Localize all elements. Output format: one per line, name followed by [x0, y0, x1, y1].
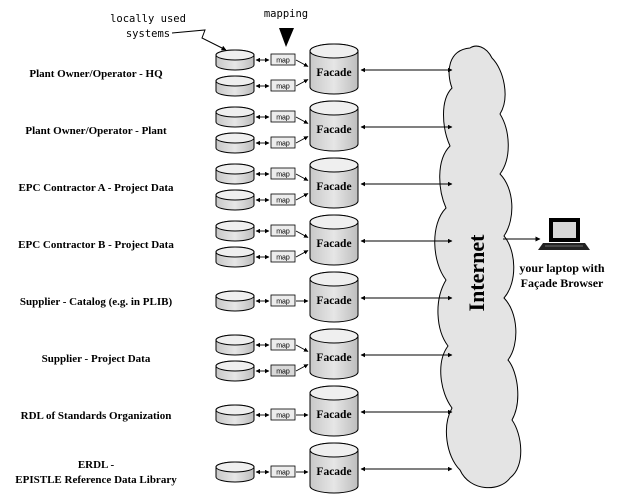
facade-db-icon [309, 271, 359, 323]
facade-label: Facade [316, 352, 351, 364]
facade-label: Facade [316, 295, 351, 307]
map-label: map [276, 57, 290, 64]
map-box: map [270, 79, 296, 92]
mapping-callout: mapping [264, 8, 308, 47]
local-systems-callout: locally used systems [110, 13, 227, 51]
local-db-icon [215, 334, 255, 356]
org-row: RDL of Standards Organization map Facade [21, 385, 453, 437]
map-label: map [276, 368, 290, 375]
map-box: map [270, 338, 296, 351]
laptop-label-line1: your laptop with [519, 261, 604, 275]
map-box: map [270, 465, 296, 478]
local-db-icon [215, 246, 255, 268]
laptop-label-line2: Façade Browser [521, 276, 604, 290]
facade-label: Facade [316, 181, 351, 193]
callout-local-systems-line1: locally used [110, 13, 186, 25]
callout-mapping: mapping [264, 8, 308, 20]
facade-label: Facade [316, 409, 351, 421]
map-box: map [270, 224, 296, 237]
org-label: ERDL - [78, 459, 115, 471]
local-db-icon [215, 189, 255, 211]
rows: Plant Owner/Operator - HQmapmapFacadePla… [15, 43, 453, 494]
org-label: EPC Contractor A - Project Data [18, 182, 174, 194]
org-label: EPC Contractor B - Project Data [18, 239, 174, 251]
local-db-icon [215, 290, 255, 312]
org-label: Plant Owner/Operator - Plant [25, 125, 167, 137]
map-box: map [270, 53, 296, 66]
callout-local-systems-line2: systems [126, 28, 170, 40]
local-db-icon [215, 360, 255, 382]
local-db-icon [215, 106, 255, 128]
laptop-icon [538, 218, 590, 250]
cloud-shape [434, 45, 522, 489]
local-db-icon [215, 49, 255, 71]
map-label: map [276, 254, 290, 261]
map-label: map [276, 412, 290, 419]
internet-cloud: Internet [434, 45, 522, 489]
map-box: map [270, 193, 296, 206]
facade-db-icon [309, 157, 359, 209]
map-box: map [270, 364, 296, 377]
facade-db-icon [309, 100, 359, 152]
map-label: map [276, 228, 290, 235]
map-box: map [270, 250, 296, 263]
local-db-icon [215, 461, 255, 483]
map-box: map [270, 408, 296, 421]
map-box: map [270, 294, 296, 307]
org-row: ERDL - EPISTLE Reference Data Library map F… [15, 442, 453, 494]
local-db-icon [215, 220, 255, 242]
callout-local-systems-arrow [171, 29, 227, 51]
mapping-arrow-icon [279, 28, 294, 47]
org-row: Supplier - Catalog (e.g. in PLIB) map Faca… [20, 271, 453, 323]
local-db-icon [215, 132, 255, 154]
facade-label: Facade [316, 466, 351, 478]
org-label: EPISTLE Reference Data Library [15, 474, 177, 486]
facade-db-icon [309, 328, 359, 380]
map-label: map [276, 298, 290, 305]
org-label: RDL of Standards Organization [21, 410, 172, 422]
map-label: map [276, 197, 290, 204]
facade-db-icon [309, 43, 359, 95]
local-db-icon [215, 404, 255, 426]
org-label: Supplier - Project Data [42, 353, 151, 365]
org-label: Supplier - Catalog (e.g. in PLIB) [20, 296, 173, 308]
map-label: map [276, 114, 290, 121]
org-row: EPC Contractor B - Project DatamapmapFac… [18, 214, 453, 268]
facade-db-icon [309, 385, 359, 437]
facade-label: Facade [316, 67, 351, 79]
map-label: map [276, 469, 290, 476]
facade-db-icon [309, 442, 359, 494]
internet-label: Internet [464, 234, 489, 312]
map-box: map [270, 136, 296, 149]
facade-label: Facade [316, 238, 351, 250]
map-label: map [276, 83, 290, 90]
local-db-icon [215, 75, 255, 97]
facade-db-icon [309, 214, 359, 266]
local-db-icon [215, 163, 255, 185]
laptop[interactable]: your laptop with Façade Browser [503, 218, 605, 290]
facade-label: Facade [316, 124, 351, 136]
map-label: map [276, 140, 290, 147]
org-label: Plant Owner/Operator - HQ [29, 68, 163, 80]
map-label: map [276, 342, 290, 349]
map-box: map [270, 167, 296, 180]
org-row: EPC Contractor A - Project DatamapmapFac… [18, 157, 453, 211]
map-box: map [270, 110, 296, 123]
map-label: map [276, 171, 290, 178]
